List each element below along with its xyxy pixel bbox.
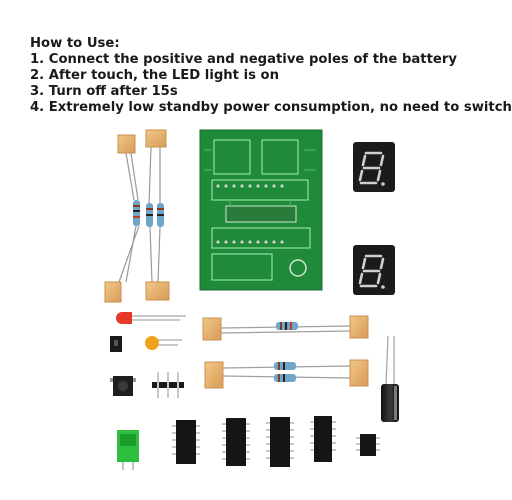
touch-sensor-left bbox=[104, 134, 140, 303]
touch-pad-icon bbox=[349, 359, 369, 387]
ic-chip-icon bbox=[310, 416, 336, 462]
resistor-icon bbox=[133, 200, 140, 226]
resistor-icon bbox=[274, 362, 296, 370]
led-icon bbox=[116, 312, 186, 324]
electrolytic-capacitor-icon bbox=[381, 335, 399, 422]
ic-chip-icon bbox=[222, 418, 250, 466]
jumper-cap-icon bbox=[110, 336, 122, 352]
resistor-icon bbox=[157, 203, 164, 227]
resistor-icon bbox=[274, 374, 296, 382]
touch-pad-icon bbox=[204, 361, 224, 389]
product-components-scene bbox=[104, 129, 399, 470]
resistor-icon bbox=[276, 322, 298, 330]
touch-pad-icon bbox=[104, 281, 122, 303]
seven-segment-display-icon bbox=[353, 245, 395, 295]
touch-sensor-middle bbox=[145, 129, 170, 301]
instructions-block: How to Use: 1. Connect the positive and … bbox=[30, 36, 512, 116]
instructions-heading: How to Use: bbox=[30, 36, 120, 51]
instruction-step-2: 2. After touch, the LED light is on bbox=[30, 68, 279, 83]
touch-pad-icon bbox=[145, 281, 170, 301]
touch-pad-icon bbox=[349, 315, 369, 339]
instruction-step-4: 4. Extremely low standby power consumpti… bbox=[30, 100, 512, 115]
instruction-step-3: 3. Turn off after 15s bbox=[30, 84, 178, 99]
touch-sensor-lower-2 bbox=[204, 359, 369, 389]
pin-header-icon bbox=[152, 372, 184, 398]
push-button-icon bbox=[110, 376, 136, 396]
pcb-board-icon bbox=[199, 129, 323, 291]
resistor-icon bbox=[146, 203, 153, 227]
ic-chip-icon bbox=[266, 417, 294, 467]
seven-segment-display-icon bbox=[353, 142, 395, 192]
ic-chip-icon bbox=[356, 434, 380, 456]
touch-pad-icon bbox=[145, 129, 167, 148]
instruction-step-1: 1. Connect the positive and negative pol… bbox=[30, 52, 457, 67]
touch-sensor-lower-1 bbox=[202, 315, 369, 341]
ic-chip-icon bbox=[172, 420, 200, 464]
buzzer-icon bbox=[145, 336, 182, 350]
touch-pad-icon bbox=[202, 317, 222, 341]
screw-terminal-icon bbox=[117, 430, 139, 470]
touch-pad-icon bbox=[117, 134, 136, 154]
